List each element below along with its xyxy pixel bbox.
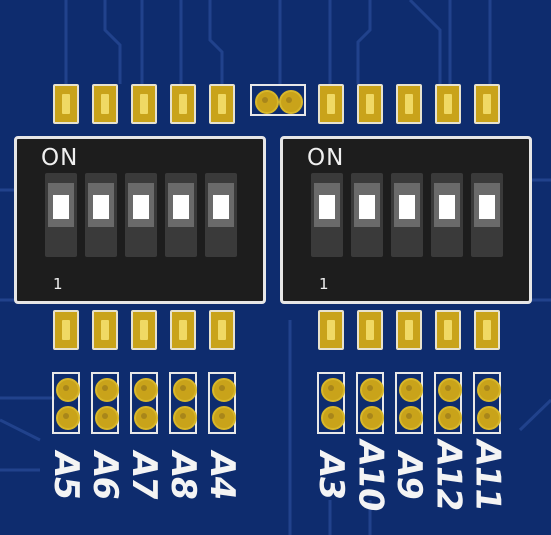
switch-toggle-3[interactable] xyxy=(391,173,423,257)
switch-toggle-5[interactable] xyxy=(205,173,237,257)
via-pair xyxy=(91,372,119,434)
pad xyxy=(357,84,383,124)
via-pair xyxy=(52,372,80,434)
switch-toggle-3[interactable] xyxy=(125,173,157,257)
dip-switch-right: ON 1 xyxy=(280,136,532,304)
pad xyxy=(474,310,500,350)
jumper-footprint xyxy=(250,84,306,116)
dip-switch-left: ON 1 xyxy=(14,136,266,304)
pad xyxy=(474,84,500,124)
via xyxy=(279,90,303,114)
pad xyxy=(131,84,157,124)
position-one-label: 1 xyxy=(319,275,329,293)
address-label: A10 xyxy=(350,436,391,514)
via-pair xyxy=(356,372,384,434)
pad xyxy=(170,84,196,124)
pad xyxy=(170,310,196,350)
via-pair xyxy=(130,372,158,434)
switch-toggle-2[interactable] xyxy=(85,173,117,257)
via-pair xyxy=(434,372,462,434)
address-label: A7 xyxy=(124,448,165,502)
via xyxy=(255,90,279,114)
switch-toggle-4[interactable] xyxy=(431,173,463,257)
switch-toggle-1[interactable] xyxy=(311,173,343,257)
address-label: A8 xyxy=(163,448,204,502)
switch-toggle-1[interactable] xyxy=(45,173,77,257)
pad xyxy=(53,310,79,350)
on-label: ON xyxy=(307,145,345,171)
pad xyxy=(396,84,422,124)
pad xyxy=(92,310,118,350)
on-label: ON xyxy=(41,145,79,171)
switch-toggle-2[interactable] xyxy=(351,173,383,257)
switch-toggle-4[interactable] xyxy=(165,173,197,257)
address-label: A12 xyxy=(428,436,469,514)
address-label: A11 xyxy=(467,436,508,514)
switch-toggle-5[interactable] xyxy=(471,173,503,257)
pad xyxy=(131,310,157,350)
pad xyxy=(318,310,344,350)
via-pair xyxy=(473,372,501,434)
pad xyxy=(209,84,235,124)
pad xyxy=(435,310,461,350)
pad xyxy=(209,310,235,350)
address-label: A3 xyxy=(311,448,352,502)
address-label: A9 xyxy=(389,448,430,502)
address-label: A5 xyxy=(46,448,87,502)
via-pair xyxy=(317,372,345,434)
position-one-label: 1 xyxy=(53,275,63,293)
via-pair xyxy=(208,372,236,434)
pad xyxy=(92,84,118,124)
address-label: A6 xyxy=(85,448,126,502)
address-label: A4 xyxy=(202,448,243,502)
pad xyxy=(53,84,79,124)
via-pair xyxy=(395,372,423,434)
pad xyxy=(318,84,344,124)
pad xyxy=(435,84,461,124)
via-pair xyxy=(169,372,197,434)
pad xyxy=(357,310,383,350)
pad xyxy=(396,310,422,350)
